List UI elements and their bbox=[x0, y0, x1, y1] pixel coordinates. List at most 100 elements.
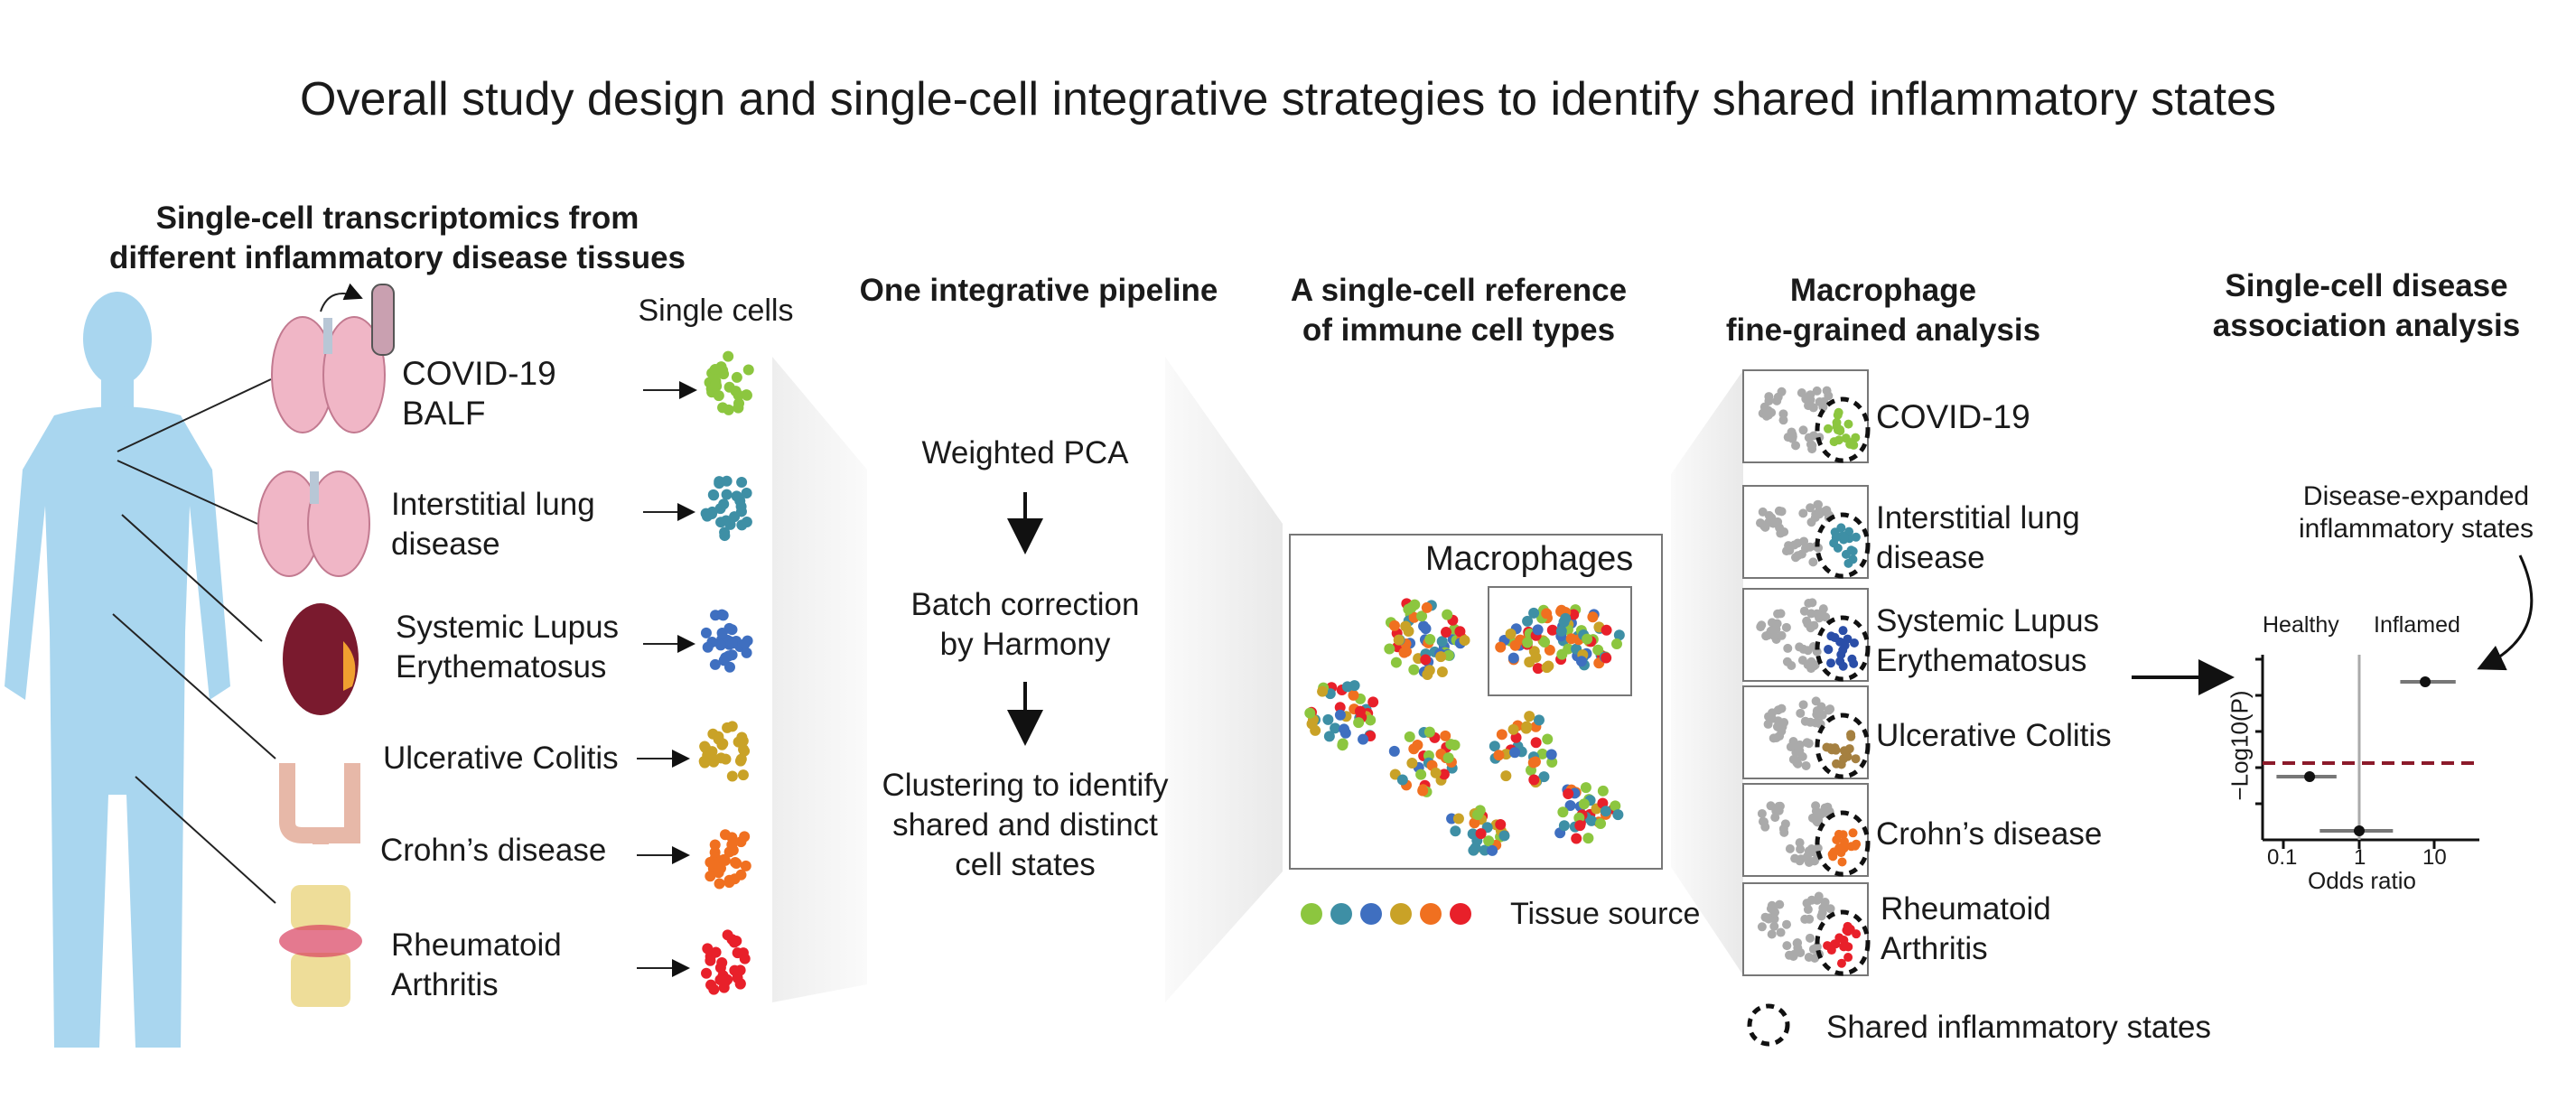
reference-cell-dot bbox=[1563, 643, 1574, 655]
reference-cell-dot bbox=[1544, 644, 1555, 656]
macrophage-state-dot bbox=[1849, 638, 1859, 648]
tissue-source-legend-dots bbox=[1301, 903, 1471, 925]
reference-cell-dot bbox=[1582, 833, 1594, 844]
macrophage-cell-dot bbox=[1812, 710, 1822, 720]
reference-cell-dot bbox=[1528, 607, 1540, 619]
reference-cell-dot bbox=[1600, 806, 1611, 817]
macrophage-state-dot bbox=[1843, 953, 1853, 963]
macrophage-state-dot bbox=[1834, 933, 1844, 943]
macrophage-panel-label: Systemic Lupus Erythematosus bbox=[1876, 603, 2100, 678]
reference-cell-dot bbox=[1493, 750, 1505, 761]
macrophage-state-dot bbox=[1835, 424, 1845, 434]
reference-cell-dot bbox=[1454, 626, 1466, 638]
reference-cell-dot bbox=[1483, 835, 1495, 847]
macrophage-cell-dot bbox=[1770, 813, 1780, 823]
macrophage-state-dot bbox=[1852, 839, 1862, 849]
macrophages-cluster-label: Macrophages bbox=[1425, 540, 1634, 578]
single-cell-dot bbox=[735, 500, 747, 512]
reference-cell-dot bbox=[1610, 800, 1621, 812]
macrophage-cell-dot bbox=[1796, 947, 1806, 957]
section-header-pipeline: One integrative pipeline bbox=[859, 273, 1218, 308]
macrophage-state-dot bbox=[1843, 745, 1853, 755]
macrophage-cell-dot bbox=[1759, 817, 1769, 827]
single-cell-dot bbox=[741, 488, 752, 499]
macrophage-cell-dot bbox=[1779, 827, 1789, 837]
reference-cell-dot bbox=[1521, 721, 1533, 732]
reference-cell-dot bbox=[1354, 705, 1366, 717]
reference-cell-dot bbox=[1565, 633, 1577, 645]
tissue-label: Ulcerative Colitis bbox=[383, 741, 619, 776]
shared-state-circle bbox=[1815, 396, 1871, 463]
single-cell-dot bbox=[734, 964, 746, 976]
macrophage-cell-dot bbox=[1761, 631, 1771, 641]
tissue-label: Systemic Lupus Erythematosus bbox=[396, 610, 620, 685]
reference-cell-dot bbox=[1495, 818, 1507, 830]
reference-cell-dot bbox=[1421, 601, 1433, 613]
macrophage-cell-dot bbox=[1798, 508, 1808, 518]
odds-ratio-point bbox=[2420, 676, 2431, 687]
macrophage-cell-dot bbox=[1778, 415, 1788, 425]
macrophage-cell-dot bbox=[1799, 606, 1809, 616]
single-cell-dot bbox=[716, 627, 728, 638]
macrophage-cell-dot bbox=[1764, 510, 1774, 520]
single-cell-dot bbox=[717, 738, 729, 750]
kidney-organ-icon bbox=[283, 603, 359, 715]
single-cells-label: Single cells bbox=[638, 293, 794, 328]
macrophage-cell-dot bbox=[1806, 390, 1815, 400]
macrophage-cell-dot bbox=[1766, 801, 1776, 811]
reference-cell-dot bbox=[1388, 620, 1400, 631]
single-cell-dot bbox=[709, 364, 721, 376]
macrophage-cell-dot bbox=[1806, 623, 1815, 633]
macrophage-cell-dot bbox=[1804, 739, 1814, 749]
reference-cell-dot bbox=[1436, 666, 1448, 677]
x-tick-label: 10 bbox=[2422, 845, 2447, 870]
macrophage-state-dot bbox=[1823, 424, 1833, 433]
macrophage-cell-dot bbox=[1777, 630, 1787, 640]
reference-cell-dot bbox=[1420, 654, 1432, 666]
single-cell-dot bbox=[736, 477, 748, 489]
macrophage-state-dot bbox=[1839, 533, 1849, 543]
macrophage-cell-dot bbox=[1759, 402, 1769, 412]
single-cell-dot bbox=[735, 753, 747, 765]
reference-cell-dot bbox=[1613, 629, 1625, 641]
reference-cell-dot bbox=[1536, 748, 1548, 759]
macrophage-cell-dot bbox=[1774, 506, 1784, 516]
shared-state-circle bbox=[1815, 909, 1871, 976]
tissue-to-cell-arrows bbox=[637, 381, 697, 977]
macrophage-cell-dot bbox=[1795, 838, 1805, 848]
macrophage-cell-dot bbox=[1775, 523, 1785, 533]
reference-cell-dot bbox=[1578, 798, 1590, 810]
macrophage-cell-dot bbox=[1811, 801, 1821, 811]
odds-ratio-point bbox=[2354, 825, 2365, 836]
single-cell-dot bbox=[699, 741, 711, 752]
macrophage-cell-dot bbox=[1775, 899, 1785, 909]
plot-ticks bbox=[2255, 657, 2436, 849]
macrophage-cell-dot bbox=[1803, 852, 1813, 862]
inflamed-label: Inflamed bbox=[2374, 612, 2460, 638]
macrophage-cell-dot bbox=[1757, 808, 1767, 818]
macrophage-cell-dot bbox=[1798, 644, 1808, 654]
single-cell-dot bbox=[713, 390, 724, 402]
reference-cell-dot bbox=[1469, 817, 1480, 829]
single-cell-dot bbox=[719, 530, 731, 542]
reference-cell-dot bbox=[1396, 774, 1408, 786]
macrophage-cell-dot bbox=[1772, 619, 1782, 629]
macrophage-cell-dot bbox=[1805, 397, 1815, 407]
reference-cell-dot bbox=[1416, 610, 1428, 622]
reference-cell-dot bbox=[1442, 752, 1454, 764]
macrophage-state-dot bbox=[1834, 435, 1843, 445]
reference-cell-dot bbox=[1404, 731, 1415, 742]
single-cell-dot bbox=[709, 839, 721, 851]
x-tick-label: 1 bbox=[2354, 845, 2366, 870]
macrophage-state-dot bbox=[1832, 759, 1842, 769]
macrophage-state-dot bbox=[1834, 407, 1843, 417]
reference-cell-dot bbox=[1563, 788, 1574, 800]
reference-cell-dot bbox=[1424, 633, 1436, 645]
macrophage-cell-dot bbox=[1770, 908, 1780, 918]
funnel-shape bbox=[1165, 357, 1283, 1002]
single-cell-dot bbox=[723, 404, 734, 415]
macrophage-cell-dot bbox=[1818, 903, 1828, 913]
single-cell-dot bbox=[714, 878, 725, 890]
reference-cell-dot bbox=[1597, 785, 1609, 797]
macrophage-cell-dot bbox=[1771, 732, 1781, 742]
